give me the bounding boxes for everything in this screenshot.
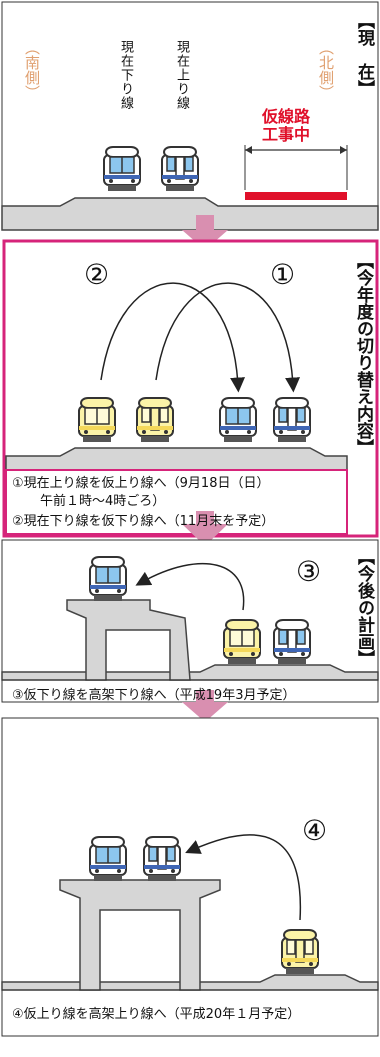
heading-this-year: 【今年度の切り替え内容】 xyxy=(353,252,373,456)
note-line-3: ②現在下り線を仮下り線へ（11月末を予定） xyxy=(12,514,275,529)
heading-current: 【現 在】 xyxy=(354,12,374,97)
step-marker-3: ③ xyxy=(296,555,322,588)
train-temp-down-slot xyxy=(78,397,116,443)
step-marker-1: ① xyxy=(270,258,296,291)
panel-this-year xyxy=(2,239,379,538)
label-construction: 仮線路 工事中 xyxy=(262,107,311,144)
label-current-up-line: 現在上り線 xyxy=(174,40,189,110)
viaduct-both xyxy=(59,879,221,991)
train-current-down xyxy=(103,146,141,192)
move-arrow-3 xyxy=(135,562,245,611)
label-south-side: （南側） xyxy=(23,40,41,100)
panel-final xyxy=(1,717,379,1037)
train-current-down-moving xyxy=(219,397,257,443)
flow-arrow-1 xyxy=(182,215,228,250)
note-line-2: 午前１時〜4時ごろ） xyxy=(40,494,166,509)
panel-future xyxy=(1,539,379,703)
note-step-3: ③仮下り線を高架下り線へ（平成19年3月予定） xyxy=(12,688,296,703)
flow-arrow-2 xyxy=(182,511,228,546)
train-temp-up xyxy=(273,619,311,665)
label-north-side: （北側） xyxy=(317,40,335,100)
viaduct-down xyxy=(66,599,191,681)
train-temp-down xyxy=(223,619,261,665)
move-arrow-4 xyxy=(185,834,302,921)
train-current-up xyxy=(161,146,199,192)
train-viaduct-down-final xyxy=(89,836,127,882)
panel-current xyxy=(1,1,379,231)
flow-arrow-3 xyxy=(182,690,228,722)
label-current-down-line: 現在下り線 xyxy=(118,40,133,110)
train-temp-up-final xyxy=(281,929,319,975)
step-marker-2: ② xyxy=(84,258,110,291)
note-line-1: ①現在上り線を仮上り線へ（9月18日（日） xyxy=(12,476,270,491)
train-current-up-moving xyxy=(273,397,311,443)
train-viaduct-up-final xyxy=(143,836,181,882)
note-step-4: ④仮上り線を高架上り線へ（平成20年１月予定） xyxy=(12,1007,301,1022)
heading-future: 【今後の計画】 xyxy=(354,548,374,667)
train-viaduct-down xyxy=(89,556,127,602)
step-marker-4: ④ xyxy=(302,814,328,847)
move-arrow-1 xyxy=(155,282,301,393)
move-arrow-2 xyxy=(100,282,246,393)
train-temp-up-slot xyxy=(136,397,174,443)
construction-track xyxy=(245,192,347,200)
